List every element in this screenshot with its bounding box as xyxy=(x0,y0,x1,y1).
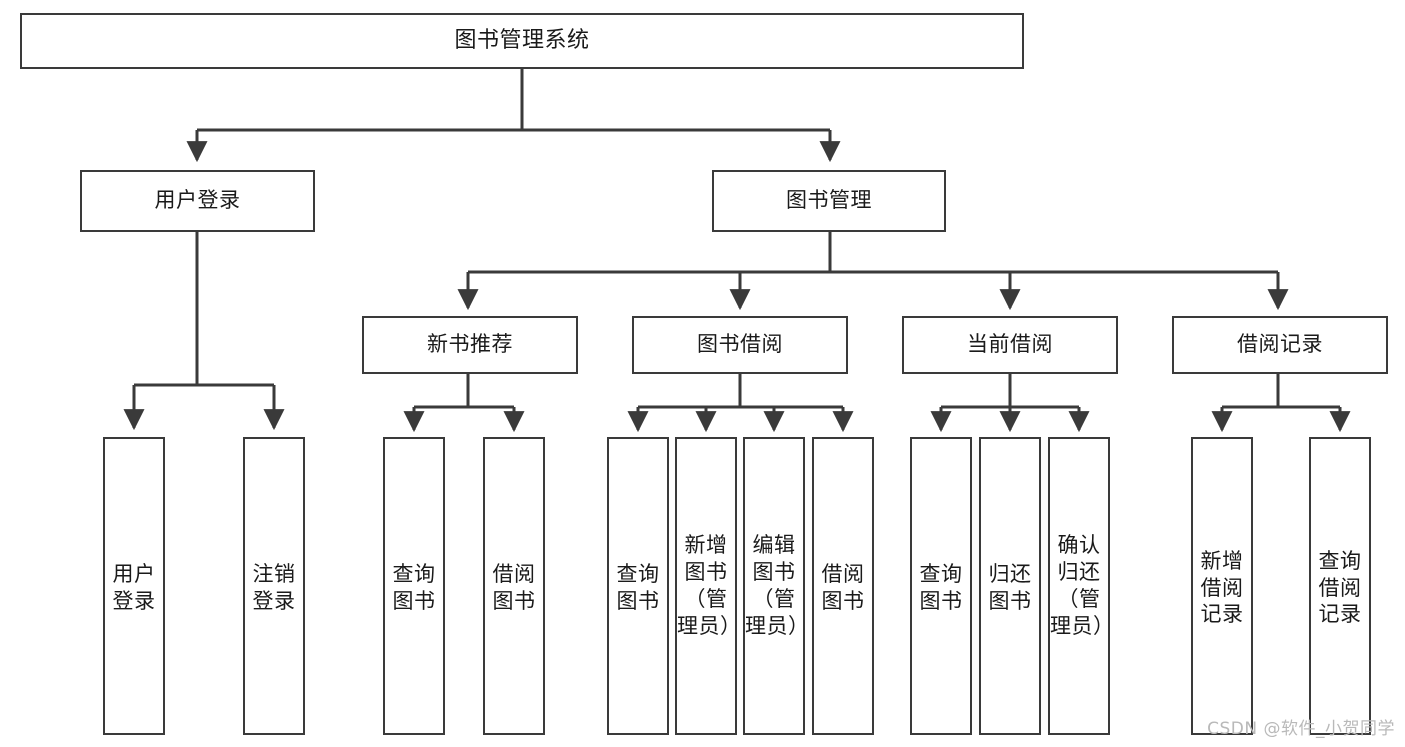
node-book-management[interactable]: 图书管理 xyxy=(712,170,946,232)
node-leaf-query-book-3[interactable]: 查询图书 xyxy=(910,437,972,735)
node-leaf-add-record[interactable]: 新增借阅记录 xyxy=(1191,437,1253,735)
node-leaf-query-record[interactable]: 查询借阅记录 xyxy=(1309,437,1371,735)
node-label: 查询图书 xyxy=(616,562,660,613)
node-label: 图书借阅 xyxy=(697,332,783,357)
node-leaf-query-book-1[interactable]: 查询图书 xyxy=(383,437,445,735)
node-label: 归还图书 xyxy=(988,562,1032,613)
node-current-borrow[interactable]: 当前借阅 xyxy=(902,316,1118,374)
node-new-book-recommend[interactable]: 新书推荐 xyxy=(362,316,578,374)
node-label: 查询图书 xyxy=(392,562,436,613)
node-leaf-edit-book[interactable]: 编辑图书（管理员） xyxy=(743,437,810,735)
node-label: 图书管理系统 xyxy=(454,27,590,53)
node-label: 查询借阅记录 xyxy=(1318,548,1362,627)
node-label: 用户登录 xyxy=(112,562,156,613)
node-leaf-return-book[interactable]: 归还图书 xyxy=(979,437,1041,735)
node-label: 新增图书（管理员） xyxy=(677,533,742,638)
node-leaf-confirm-return[interactable]: 确认归还（管理员） xyxy=(1048,437,1115,735)
node-label: 新增借阅记录 xyxy=(1200,548,1244,627)
node-leaf-user-login[interactable]: 用户登录 xyxy=(103,437,165,735)
node-leaf-borrow-book-2[interactable]: 借阅图书 xyxy=(812,437,874,735)
node-label: 当前借阅 xyxy=(967,332,1053,357)
node-label: 图书管理 xyxy=(786,188,872,213)
node-label: 借阅图书 xyxy=(492,562,536,613)
node-user-login[interactable]: 用户登录 xyxy=(80,170,315,232)
node-leaf-add-book[interactable]: 新增图书（管理员） xyxy=(675,437,742,735)
node-label: 确认归还（管理员） xyxy=(1050,533,1115,638)
node-leaf-borrow-book-1[interactable]: 借阅图书 xyxy=(483,437,545,735)
node-borrow-record[interactable]: 借阅记录 xyxy=(1172,316,1388,374)
node-label: 新书推荐 xyxy=(427,332,513,357)
node-label: 注销登录 xyxy=(252,562,296,613)
watermark-csdn: CSDN @软件_小贺同学 xyxy=(1207,719,1395,739)
node-leaf-logout[interactable]: 注销登录 xyxy=(243,437,305,735)
node-book-borrow[interactable]: 图书借阅 xyxy=(632,316,848,374)
node-label: 编辑图书（管理员） xyxy=(745,533,810,638)
node-label: 用户登录 xyxy=(154,188,241,213)
node-root-book-management-system[interactable]: 图书管理系统 xyxy=(20,13,1024,69)
node-label: 借阅图书 xyxy=(821,562,865,613)
node-label: 查询图书 xyxy=(919,562,963,613)
node-label: 借阅记录 xyxy=(1237,332,1323,357)
node-leaf-query-book-2[interactable]: 查询图书 xyxy=(607,437,669,735)
